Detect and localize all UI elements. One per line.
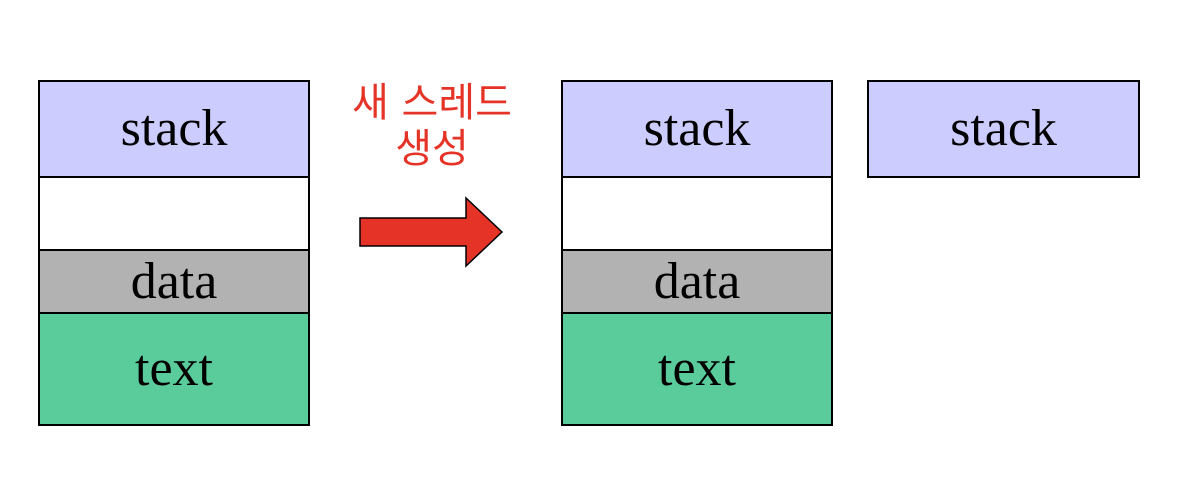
data-segment: data bbox=[563, 251, 831, 312]
text-segment: text bbox=[40, 314, 308, 424]
transition-label: 새 스레드 생성 bbox=[322, 80, 542, 172]
segment-divider bbox=[563, 312, 831, 314]
new-thread-stack: stack bbox=[867, 80, 1140, 178]
free-space-segment bbox=[563, 178, 831, 249]
stack-segment: stack bbox=[563, 82, 831, 176]
segment-divider bbox=[40, 249, 308, 251]
right-arrow-icon bbox=[359, 196, 504, 268]
segment-divider bbox=[40, 312, 308, 314]
new-stack-segment: stack bbox=[869, 82, 1138, 176]
segment-divider bbox=[40, 176, 308, 178]
stack-segment: stack bbox=[40, 82, 308, 176]
process-memory-before: stack data text bbox=[38, 80, 310, 426]
data-segment: data bbox=[40, 251, 308, 312]
transition-label-line2: 생성 bbox=[395, 126, 469, 172]
transition-label-line1: 새 스레드 bbox=[352, 80, 512, 126]
process-memory-after: stack data text bbox=[561, 80, 833, 426]
segment-divider bbox=[563, 176, 831, 178]
text-segment: text bbox=[563, 314, 831, 424]
free-space-segment bbox=[40, 178, 308, 249]
segment-divider bbox=[563, 249, 831, 251]
